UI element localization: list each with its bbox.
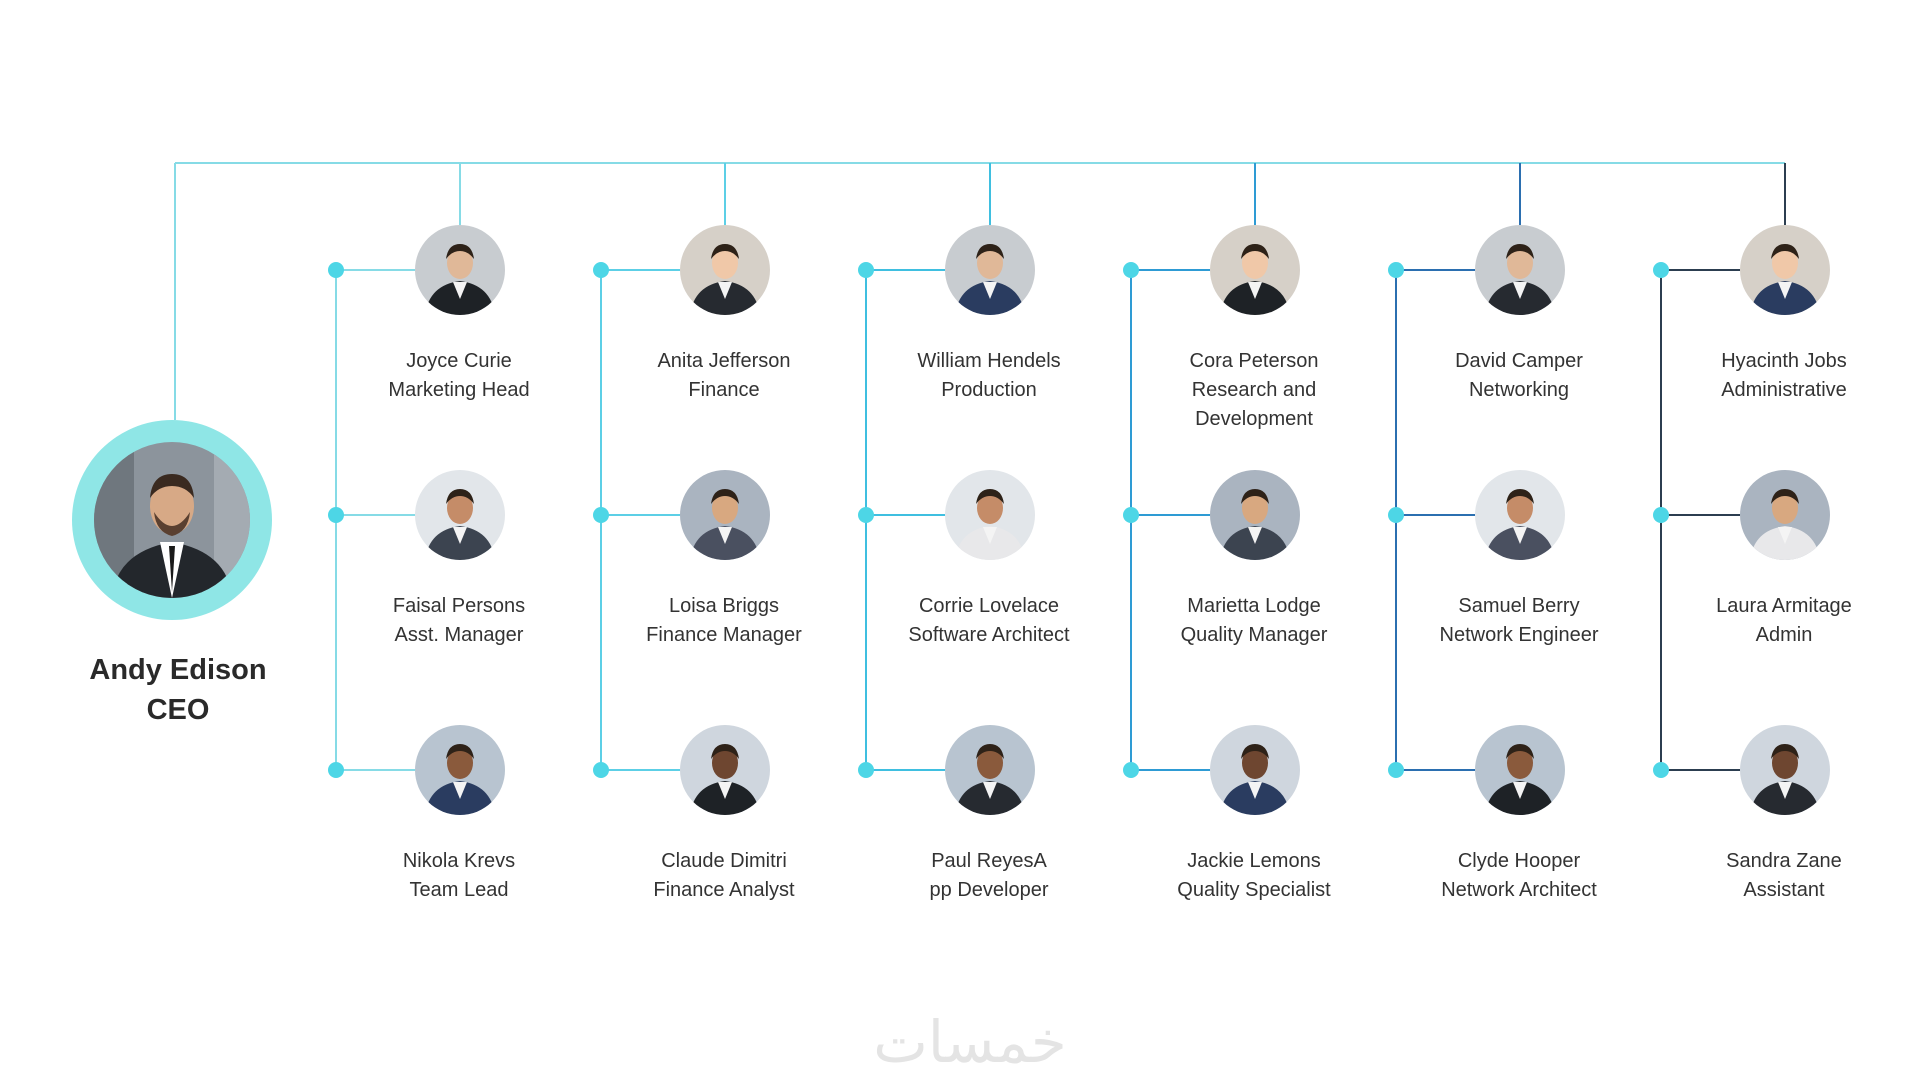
- member-avatar[interactable]: [680, 470, 770, 560]
- branch-dot-6-2: [1653, 507, 1669, 523]
- branch-dot-3-2: [858, 507, 874, 523]
- branch-dot-2-2: [593, 507, 609, 523]
- member-title: Quality Manager: [1180, 624, 1328, 646]
- member-title: Quality Specialist: [1177, 879, 1331, 901]
- branch-dot-1-2: [328, 507, 344, 523]
- member-avatar[interactable]: [415, 725, 505, 815]
- member-title: Network Architect: [1441, 879, 1597, 901]
- ceo-avatar-ring: [72, 420, 272, 620]
- branch-dot-2-3: [593, 762, 609, 778]
- member-avatar[interactable]: [415, 470, 505, 560]
- member-avatar[interactable]: [680, 225, 770, 315]
- member-name: Corrie Lovelace: [918, 595, 1060, 617]
- member-name: Hyacinth Jobs: [1721, 350, 1847, 372]
- member-avatar[interactable]: [1740, 225, 1830, 315]
- branch-dot-6-1: [1653, 262, 1669, 278]
- member-name: Claude Dimitri: [661, 850, 787, 872]
- branch-dot-3-1: [858, 262, 874, 278]
- member-name: Sandra Zane: [1726, 850, 1842, 872]
- member-name: Laura Armitage: [1716, 595, 1852, 617]
- member-title: Network Engineer: [1439, 624, 1599, 646]
- member-title: Finance Manager: [646, 624, 802, 646]
- member-name: Jackie Lemons: [1187, 850, 1321, 872]
- member-avatar[interactable]: [1475, 725, 1565, 815]
- member-title: Team Lead: [409, 879, 509, 901]
- member-avatar[interactable]: [1740, 725, 1830, 815]
- member-avatar[interactable]: [415, 225, 505, 315]
- branch-dot-5-1: [1388, 262, 1404, 278]
- branch-dot-4-3: [1123, 762, 1139, 778]
- member-name: Clyde Hooper: [1457, 850, 1581, 872]
- branch-dot-5-3: [1388, 762, 1404, 778]
- member-avatar[interactable]: [1210, 470, 1300, 560]
- member-title: Networking: [1468, 379, 1570, 401]
- member-title: Asst. Manager: [394, 624, 524, 646]
- member-name: David Camper: [1455, 350, 1583, 372]
- member-avatar[interactable]: [1475, 225, 1565, 315]
- member-avatar[interactable]: [945, 725, 1035, 815]
- member-name: Nikola Krevs: [402, 850, 516, 872]
- branch-dot-4-1: [1123, 262, 1139, 278]
- member-title: Finance Analyst: [653, 879, 795, 901]
- member-avatar[interactable]: [680, 725, 770, 815]
- member-name: William Hendels: [917, 350, 1061, 372]
- member-title: Software Architect: [908, 624, 1070, 646]
- member-title: Administrative: [1721, 379, 1847, 401]
- member-avatar[interactable]: [1210, 725, 1300, 815]
- member-name: Samuel Berry: [1458, 595, 1580, 617]
- member-title: Marketing Head: [388, 379, 530, 401]
- branch-dot-2-1: [593, 262, 609, 278]
- watermark-logo: خمسات: [873, 1010, 1067, 1075]
- branch-dot-3-3: [858, 762, 874, 778]
- ceo-avatar[interactable]: [94, 442, 250, 598]
- member-name: Joyce Curie: [406, 350, 512, 372]
- member-avatar[interactable]: [945, 225, 1035, 315]
- branch-dot-6-3: [1653, 762, 1669, 778]
- branch-dot-1-1: [328, 262, 344, 278]
- member-title: Admin: [1755, 624, 1813, 646]
- member-name: Loisa Briggs: [668, 595, 780, 617]
- member-caption: Paul ReyesA pp Developer: [879, 847, 1099, 905]
- member-avatar[interactable]: [1475, 470, 1565, 560]
- ceo-title: CEO: [146, 694, 210, 726]
- member-title: pp Developer: [929, 879, 1049, 901]
- member-title: Research and Development: [1191, 379, 1317, 430]
- member-name: Paul ReyesA: [931, 850, 1047, 872]
- member-avatar[interactable]: [1210, 225, 1300, 315]
- member-name: Anita Jefferson: [657, 350, 791, 372]
- member-name: Cora Peterson: [1189, 350, 1319, 372]
- member-name: Marietta Lodge: [1187, 595, 1321, 617]
- branch-dot-1-3: [328, 762, 344, 778]
- branch-dot-5-2: [1388, 507, 1404, 523]
- branch-dot-4-2: [1123, 507, 1139, 523]
- member-avatar[interactable]: [945, 470, 1035, 560]
- member-title: Finance: [688, 379, 760, 401]
- member-title: Assistant: [1743, 879, 1825, 901]
- member-title: Production: [941, 379, 1037, 401]
- ceo-name: Andy Edison: [89, 654, 267, 686]
- member-name: Faisal Persons: [392, 595, 526, 617]
- ceo-label: Andy Edison CEO: [38, 650, 318, 730]
- member-avatar[interactable]: [1740, 470, 1830, 560]
